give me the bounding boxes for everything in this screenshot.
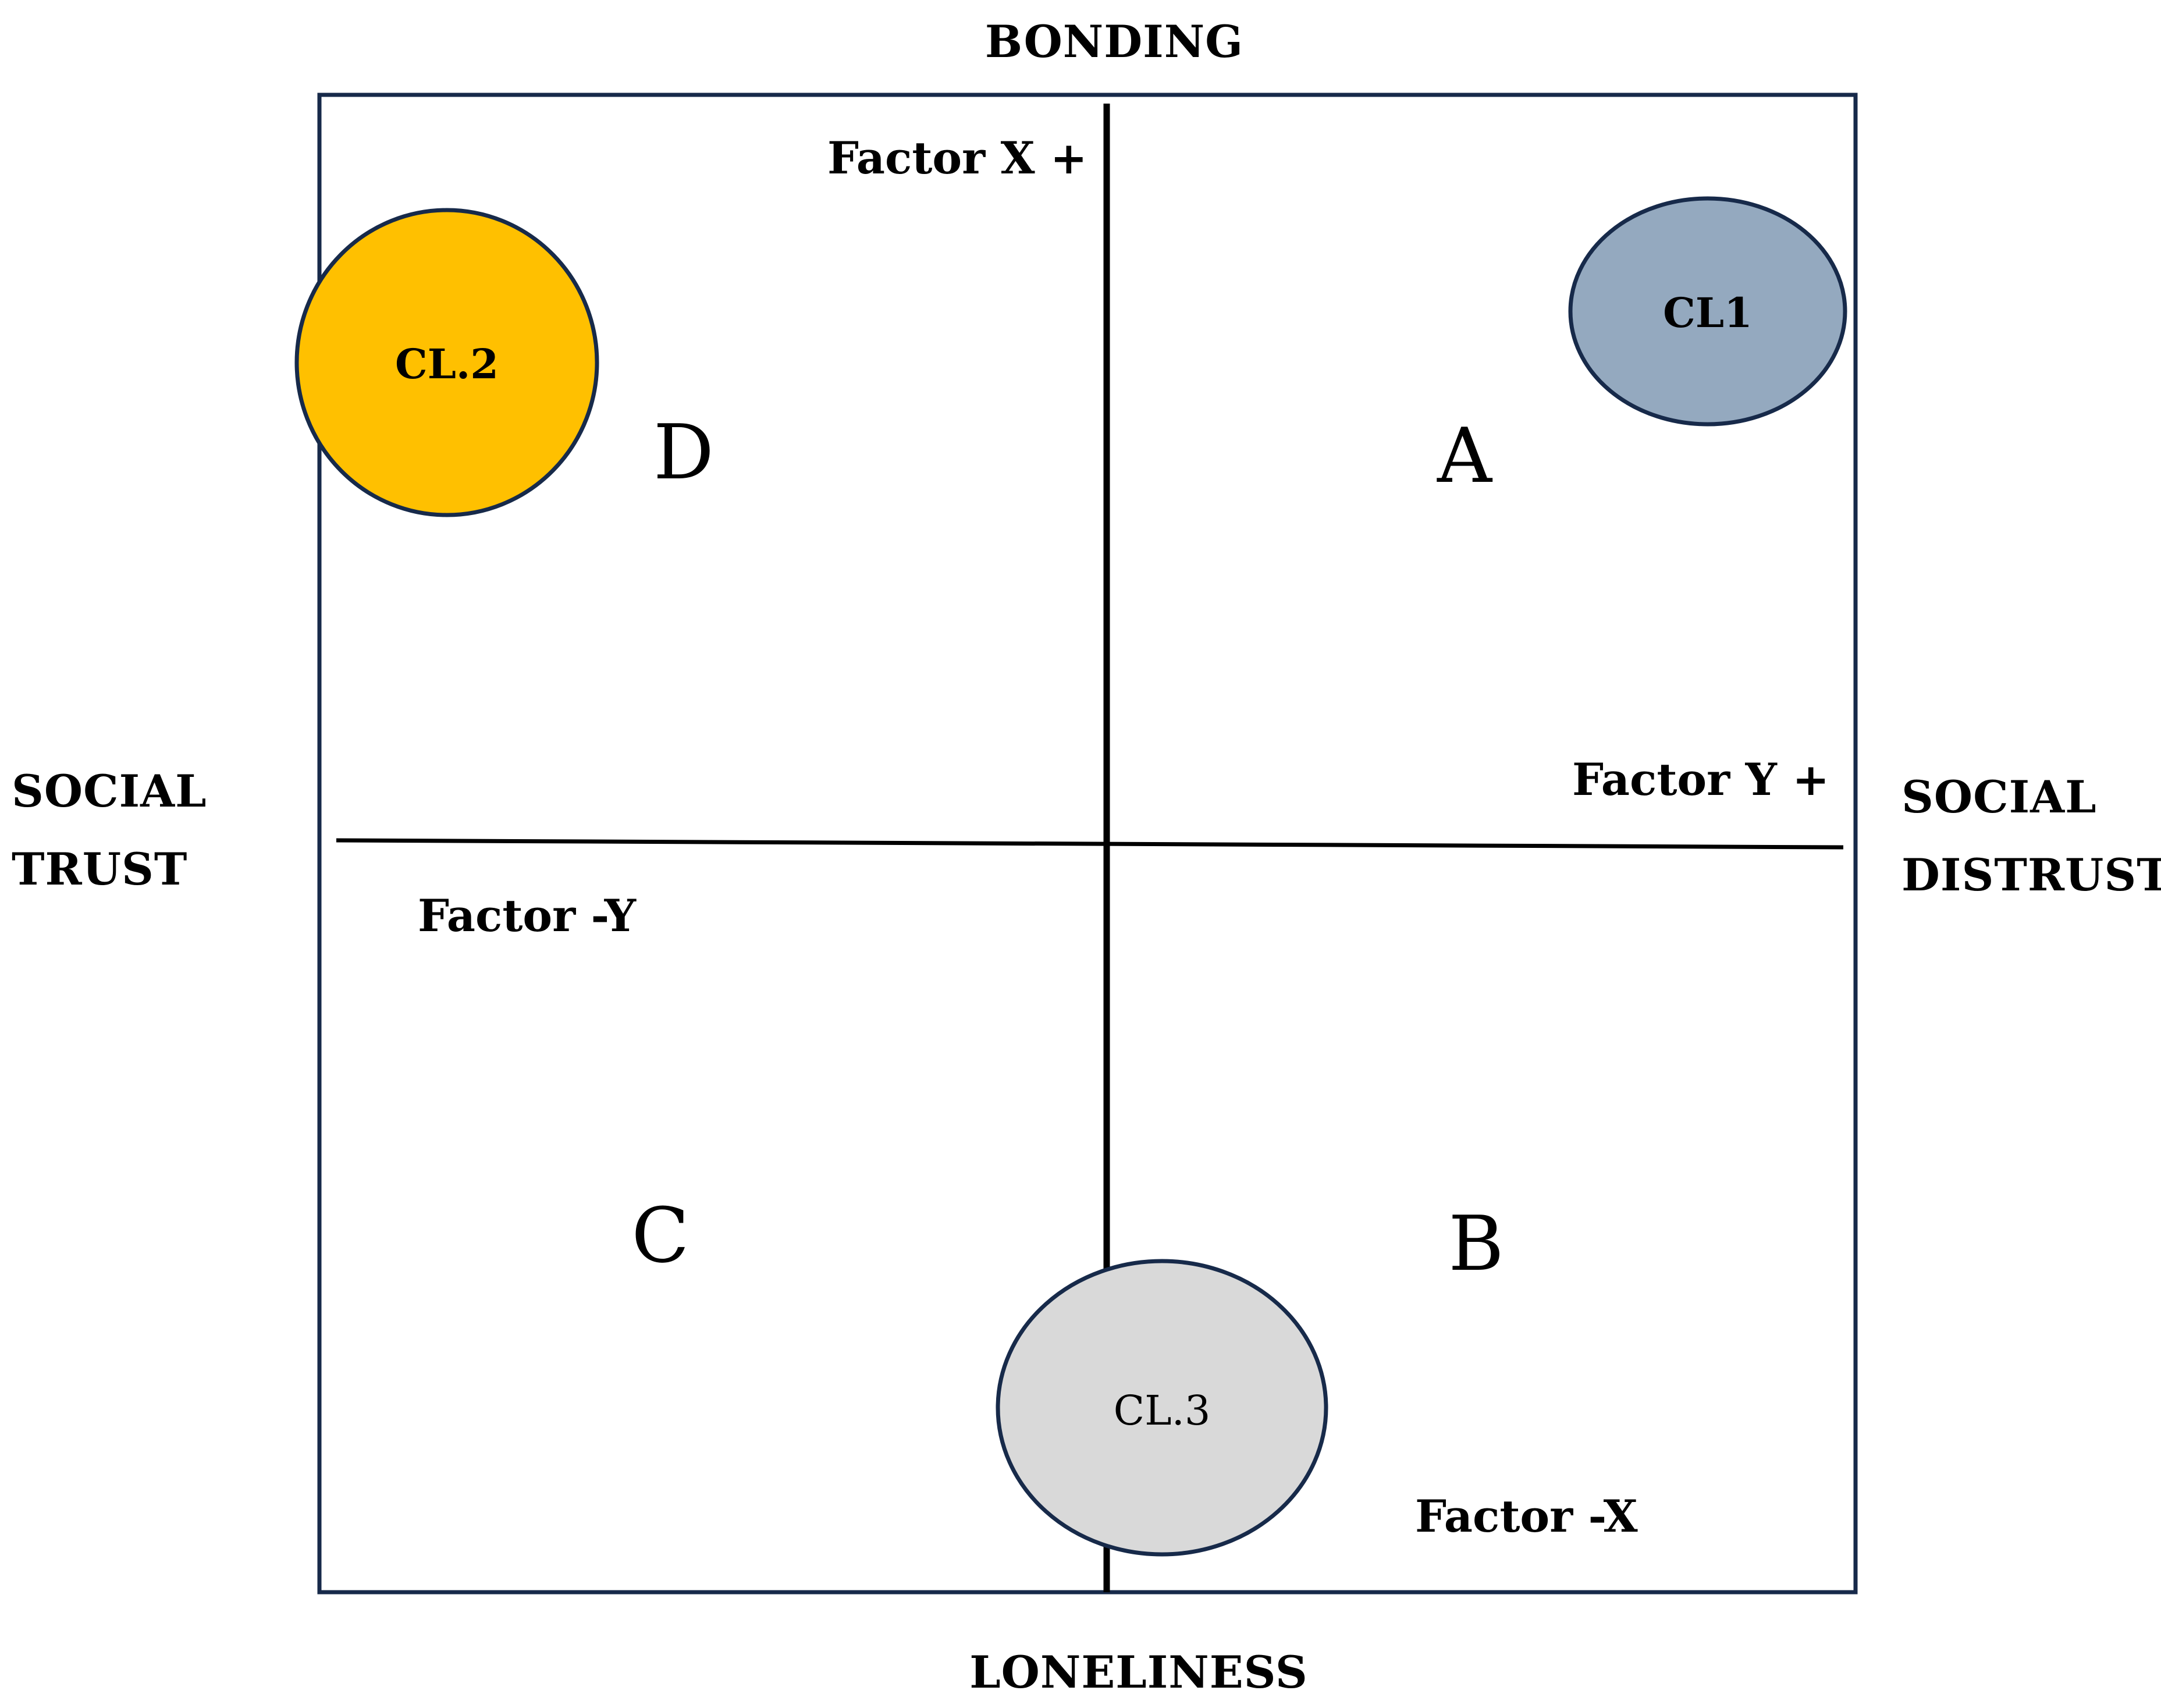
quadrant-label-b: B — [1448, 1199, 1504, 1288]
cluster-cl1-label: CL1 — [1663, 289, 1753, 337]
factor-y-minus-label: Factor -Y — [418, 890, 637, 942]
cluster-cl3-label: CL.3 — [1114, 1387, 1211, 1434]
cluster-cl1: CL1 — [1568, 196, 1847, 427]
cluster-cl3-circle — [996, 1259, 1328, 1557]
quadrant-label-c: C — [631, 1191, 689, 1280]
axis-label-left-line1: SOCIAL — [12, 765, 207, 817]
quadrant-label-d: D — [653, 408, 714, 496]
cluster-cl1-circle — [1568, 196, 1847, 427]
factor-x-minus-label: Factor -X — [1415, 1490, 1638, 1542]
axis-label-top: BONDING — [985, 16, 1243, 68]
factor-x-plus-label: Factor X + — [827, 132, 1087, 184]
diagram-frame — [317, 93, 1858, 1595]
horizontal-axis-line — [336, 838, 1844, 850]
axis-label-right-line1: SOCIAL — [1901, 771, 2097, 823]
axis-label-right-line2: DISTRUST — [1901, 849, 2161, 901]
cluster-cl2-label: CL.2 — [395, 340, 499, 388]
axis-label-bottom: LONELINESS — [969, 1646, 1308, 1698]
quadrant-label-a: A — [1437, 411, 1493, 500]
cluster-cl2-circle — [294, 208, 599, 517]
factor-y-plus-label: Factor Y + — [1572, 754, 1829, 805]
cluster-cl2: CL.2 — [294, 208, 599, 517]
axis-label-left-line2: TRUST — [12, 843, 187, 895]
cluster-cl3: CL.3 — [996, 1259, 1328, 1557]
